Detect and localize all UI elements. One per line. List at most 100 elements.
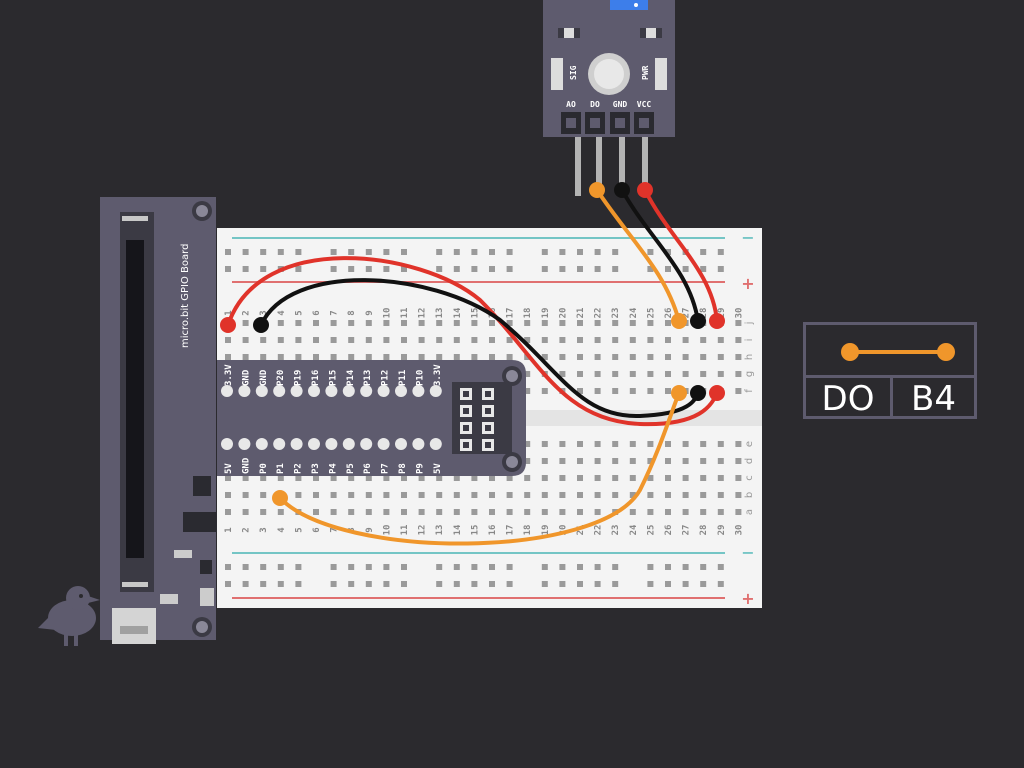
breadboard-hole (436, 475, 443, 481)
breadboard-hole (453, 337, 460, 343)
breadboard-hole (665, 458, 671, 464)
breadboard-hole (682, 266, 689, 272)
breadboard-hole (700, 371, 707, 377)
breadboard-hole (524, 441, 531, 447)
column-number: 16 (488, 525, 498, 536)
breadboard-hole (665, 509, 671, 515)
column-number: 11 (400, 308, 410, 319)
gpio-pin (255, 438, 268, 450)
column-number: 1 (224, 310, 234, 315)
row-letter: f (744, 389, 755, 393)
breadboard-hole (260, 475, 267, 481)
breadboard-hole (594, 509, 601, 515)
breadboard-hole (665, 371, 671, 377)
breadboard-hole (383, 475, 390, 481)
board-title: micro.bit GPIO Board (180, 244, 191, 348)
breadboard-hole (471, 266, 478, 272)
wire-red-board-power (226, 256, 719, 427)
breadboard-hole (436, 266, 443, 272)
breadboard-hole (260, 354, 267, 360)
breadboard-hole (735, 475, 742, 481)
breadboard-hole (577, 475, 583, 481)
breadboard-hole (559, 581, 566, 587)
breadboard-hole (735, 320, 742, 326)
breadboard-hole (524, 492, 531, 498)
breadboard-hole (436, 581, 443, 587)
header-pad-hole (463, 391, 469, 397)
breadboard-hole (348, 354, 355, 360)
breadboard-hole (559, 266, 566, 272)
breadboard-hole (383, 249, 390, 255)
wire-end (253, 317, 269, 333)
breadboard-hole (647, 354, 654, 360)
column-number: 23 (611, 308, 621, 319)
breadboard-hole (577, 320, 583, 326)
breadboard-hole (383, 564, 390, 570)
gpio-pin-label: P0 (259, 463, 269, 474)
breadboard-hole (665, 320, 671, 326)
column-number: 9 (365, 527, 375, 532)
breadboard-hole (436, 249, 443, 255)
breadboard-hole (330, 492, 337, 498)
breadboard-hole (541, 354, 548, 360)
breadboard-hole (260, 337, 267, 343)
gpio-pin (395, 385, 407, 397)
breadboard-hole (471, 249, 478, 255)
breadboard-hole (242, 581, 249, 587)
column-number: 11 (400, 525, 410, 536)
breadboard-hole (594, 475, 601, 481)
breadboard-hole (277, 581, 284, 587)
breadboard-hole (260, 564, 267, 570)
gpio-pin (395, 438, 407, 450)
breadboard-hole (242, 249, 249, 255)
breadboard-hole (418, 509, 425, 515)
breadboard-hole (242, 492, 249, 498)
breadboard-hole (489, 337, 495, 343)
wire-end (589, 182, 605, 198)
breadboard-hole (612, 581, 619, 587)
breadboard-hole (717, 441, 724, 447)
breadboard-hole (594, 266, 601, 272)
breadboard-hole (717, 337, 724, 343)
breadboard-hole (453, 581, 460, 587)
sensor-pin-label: GND (613, 100, 628, 109)
breadboard-hole (541, 441, 548, 447)
breadboard-hole (313, 492, 319, 498)
gpio-pin (412, 385, 425, 397)
breadboard-hole (453, 509, 460, 515)
breadboard-hole (629, 371, 636, 377)
breadboard-hole (559, 475, 566, 481)
column-number: 22 (594, 525, 604, 536)
breadboard-hole (612, 564, 619, 570)
breadboard-hole (717, 266, 724, 272)
breadboard-hole (559, 320, 566, 326)
breadboard-hole (735, 492, 742, 498)
column-number: 4 (277, 310, 287, 316)
gpio-pin (221, 438, 233, 450)
breadboard-hole (453, 492, 460, 498)
gpio-pin-label: P16 (311, 370, 321, 386)
gpio-pin (238, 385, 251, 397)
breadboard-hole (260, 266, 267, 272)
legend-pin-to: B4 (911, 379, 956, 419)
breadboard-hole (225, 492, 231, 498)
column-number: 12 (418, 525, 428, 536)
gpio-pin (377, 385, 390, 397)
breadboard-hole (348, 337, 355, 343)
gpio-pin (308, 438, 320, 450)
breadboard-hole (313, 475, 319, 481)
wires (226, 188, 719, 546)
column-number: 21 (576, 308, 586, 319)
row-letter: a (744, 509, 755, 515)
gpio-pin-label: P3 (311, 463, 321, 474)
breadboard-hole (401, 492, 407, 498)
sensor-pin-hole (566, 118, 576, 128)
breadboard-hole (559, 337, 566, 343)
breadboard-hole (506, 564, 513, 570)
breadboard-hole (665, 249, 671, 255)
breadboard-hole (330, 320, 337, 326)
breadboard-hole (295, 337, 302, 343)
sensor-pin-leg (619, 134, 625, 190)
breadboard-hole (594, 458, 601, 464)
